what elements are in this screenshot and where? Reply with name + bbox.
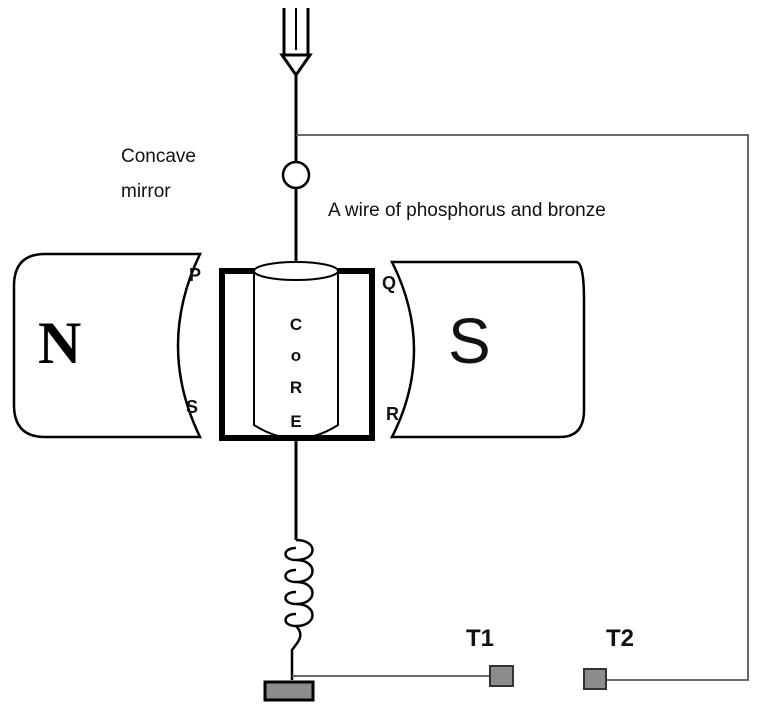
corner-label-s: S [186, 397, 198, 417]
core-letter-r: R [290, 378, 302, 397]
corner-label-r: R [386, 404, 399, 424]
mirror-label-line2: mirror [121, 181, 171, 202]
terminal-2-label: T2 [606, 625, 634, 652]
core-letter-e: E [290, 412, 301, 431]
core-letter-c: C [290, 315, 302, 334]
core-letter-o: o [291, 346, 301, 365]
spiral-spring [284, 538, 314, 680]
north-pole-label: N [38, 310, 81, 376]
suspension-head [279, 8, 313, 78]
external-wire-t2 [296, 134, 749, 681]
corner-label-q: Q [382, 273, 396, 293]
terminal-t1 [489, 665, 514, 687]
corner-label-p: P [189, 265, 201, 285]
mirror-label-line1: Concave [121, 146, 196, 167]
south-pole-label: S [448, 305, 491, 377]
base-plate [263, 680, 315, 702]
north-magnet [12, 252, 202, 439]
south-magnet [389, 260, 586, 439]
concave-mirror [281, 160, 311, 190]
terminal-1-label: T1 [466, 625, 494, 652]
terminal-t2 [583, 668, 607, 690]
wire-label: A wire of phosphorus and bronze [328, 200, 606, 221]
